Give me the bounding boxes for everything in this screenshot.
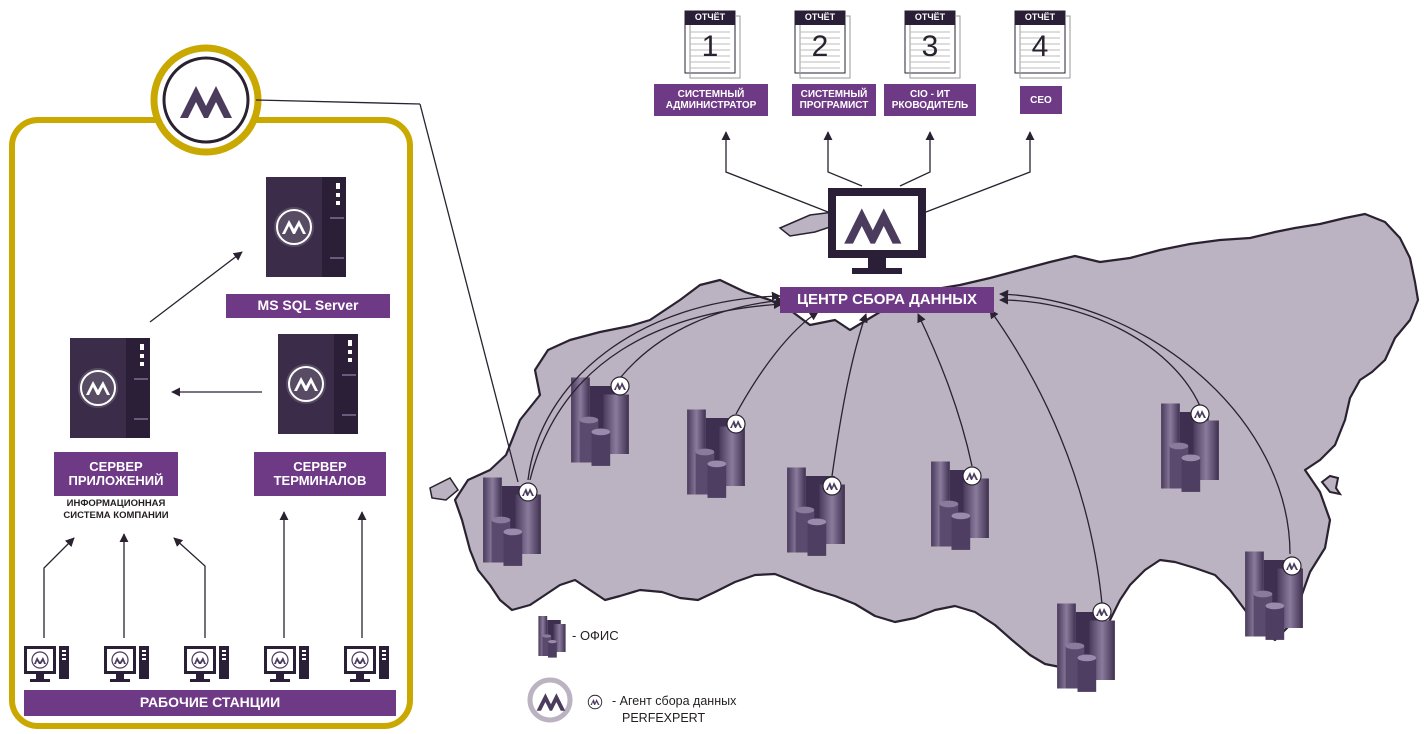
legend-office-icon: [538, 616, 566, 658]
legend-agent-large-icon: [527, 677, 573, 723]
terminal-server-line: ТЕРМИНАЛОВ: [273, 473, 367, 488]
arrow-icon: [149, 251, 243, 323]
role-line: CEO: [1030, 94, 1052, 106]
sakhalin-island: [1320, 474, 1343, 496]
report-1-number: 1: [701, 30, 719, 63]
legend-agent-line: - Агент сбора данных: [612, 694, 737, 708]
report-3-header: ОТЧЁТ: [914, 12, 946, 22]
app-server-note: ИНФОРМАЦИОННАЯ СИСТЕМА КОМПАНИИ: [38, 498, 194, 523]
role-line: СИСТЕМНЫЙ: [800, 89, 868, 100]
agent-icon: [962, 466, 982, 486]
legend-agent-small-icon: [587, 694, 603, 710]
report-1-header: ОТЧЁТ: [694, 12, 726, 22]
sql-server-label: MS SQL Server: [226, 294, 390, 318]
role-line: CIO - ИТ: [910, 89, 950, 100]
agent-icon: [1092, 602, 1112, 622]
arrow-icon: [43, 537, 75, 638]
arrow-icon: [823, 131, 863, 187]
report-4-header: ОТЧЁТ: [1024, 12, 1056, 22]
arrow-icon: [173, 537, 206, 638]
arrow-icon: [529, 299, 783, 481]
data-center-label: ЦЕНТР СБОРА ДАННЫХ: [780, 287, 994, 313]
agent-icon: [1190, 404, 1210, 424]
arrow-icon: [735, 311, 819, 415]
agent-icon: [610, 376, 630, 396]
app-server-icon: [69, 337, 151, 439]
arrow-icon: [999, 289, 1291, 555]
app-server-label: СЕРВЕР ПРИЛОЖЕНИЙ: [54, 452, 178, 496]
app-server-line: ПРИЛОЖЕНИЙ: [68, 473, 164, 488]
connector-line: [255, 99, 421, 105]
report-4-number: 4: [1031, 30, 1049, 63]
arrow-icon: [899, 131, 935, 187]
app-server-line: СЕРВЕР: [89, 458, 143, 474]
arrow-icon: [999, 295, 1201, 407]
monitor-icon: [828, 188, 926, 274]
terminal-server-line: СЕРВЕР: [293, 458, 347, 474]
legend-agent-text: - Агент сбора данных PERFEXPERT: [612, 693, 736, 727]
agent-icon: [726, 414, 746, 434]
report-2-header: ОТЧЁТ: [804, 12, 836, 22]
connector-line: [419, 103, 519, 483]
arrow-icon: [619, 296, 785, 379]
terminal-server-icon: [277, 333, 359, 435]
arrow-icon: [721, 131, 829, 213]
role-label-ceo: CEO: [1020, 86, 1062, 114]
agent-icon: [822, 476, 842, 496]
western-coast: [429, 477, 459, 501]
legend-office-text: - ОФИС: [572, 628, 619, 643]
role-line: ПРОГРАМИСТ: [799, 100, 869, 111]
app-server-note-line: ИНФОРМАЦИОННАЯ: [66, 498, 166, 509]
arrow-icon: [527, 291, 781, 481]
sql-server-icon: [265, 176, 347, 278]
role-label-sysadmin: СИСТЕМНЫЙ АДМИНИСТРАТОР: [654, 84, 768, 116]
legend-agent-line: PERFEXPERT: [622, 710, 706, 725]
arrow-icon: [925, 131, 1035, 213]
agent-icon: [1282, 556, 1302, 576]
arrow-icon: [917, 313, 973, 467]
report-2-number: 2: [811, 30, 829, 63]
role-line: СИСТЕМНЫЙ: [677, 89, 745, 100]
app-server-note-line: СИСТЕМА КОМПАНИИ: [63, 510, 169, 522]
terminal-server-label: СЕРВЕР ТЕРМИНАЛОВ: [254, 452, 386, 496]
role-label-cio: CIO - ИТ РКОВОДИТЕЛЬ: [884, 84, 976, 116]
report-3-number: 3: [921, 30, 939, 63]
role-line: АДМИНИСТРАТОР: [665, 100, 757, 111]
role-line: РКОВОДИТЕЛЬ: [891, 100, 969, 111]
arrow-icon: [989, 309, 1103, 605]
arrow-icon: [831, 313, 868, 477]
russia-map: [453, 212, 1420, 670]
role-label-programmer: СИСТЕМНЫЙ ПРОГРАМИСТ: [792, 84, 876, 116]
agent-icon: [518, 482, 538, 502]
workstations-label: РАБОЧИЕ СТАНЦИИ: [24, 690, 396, 716]
